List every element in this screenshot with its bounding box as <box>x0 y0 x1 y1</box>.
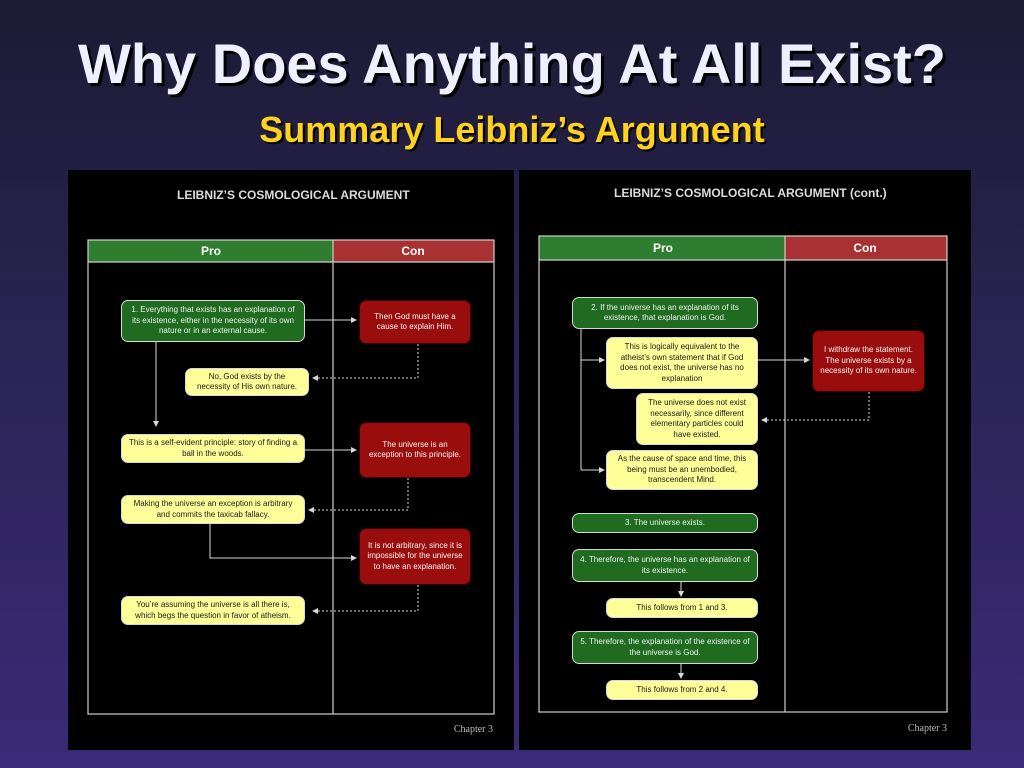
left-panel-footer: Chapter 3 <box>454 724 493 735</box>
left-support-1: This is a self-evident principle: story … <box>121 434 305 463</box>
right-panel-title: LEIBNIZ’S COSMOLOGICAL ARGUMENT (cont.) <box>614 186 887 200</box>
left-con-header <box>333 240 494 262</box>
left-pro-header <box>88 240 333 262</box>
right-table-frame <box>538 235 948 713</box>
left-premise-1: 1. Everything that exists has an explana… <box>121 300 305 342</box>
right-pro-header <box>539 236 785 260</box>
right-support-4: This follows from 1 and 3. <box>606 598 758 618</box>
right-premise-2: 2. If the universe has an explanation of… <box>572 297 758 329</box>
left-response-3: You’re assuming the universe is all ther… <box>121 596 305 625</box>
right-premise-4: 4. Therefore, the universe has an explan… <box>572 549 758 582</box>
right-arrow-c1-s2 <box>761 392 870 423</box>
slide-title: Why Does Anything At All Exist? <box>77 32 947 95</box>
left-arrow-c1-r1 <box>312 344 419 381</box>
left-objection-1: Then God must have a cause to explain Hi… <box>359 300 471 344</box>
right-premise-3: 3. The universe exists. <box>572 513 758 533</box>
right-support-2: The universe does not exist necessarily,… <box>636 393 758 445</box>
right-support-5: This follows from 2 and 4. <box>606 680 758 700</box>
left-response-2: Making the universe an exception is arbi… <box>121 495 305 524</box>
left-objection-3: It is not arbitrary, since it is impossi… <box>359 528 471 585</box>
right-premise-5: 5. Therefore, the explanation of the exi… <box>572 631 758 664</box>
right-flowchart-panel: LEIBNIZ’S COSMOLOGICAL ARGUMENT (cont.) … <box>519 170 971 750</box>
left-pro-label: Pro <box>201 244 221 258</box>
left-panel-title: LEIBNIZ’S COSMOLOGICAL ARGUMENT <box>177 188 410 202</box>
right-panel-footer: Chapter 3 <box>908 723 947 734</box>
left-table-frame <box>87 239 495 715</box>
left-arrow-c2-r2 <box>308 478 409 513</box>
right-flowchart-lines: LEIBNIZ’S COSMOLOGICAL ARGUMENT (cont.) … <box>538 186 948 734</box>
right-support-3: As the cause of space and time, this bei… <box>606 450 758 490</box>
right-pro-label: Pro <box>653 241 673 255</box>
left-arrow-c3-r3 <box>312 585 419 614</box>
left-arrow-r2-c3 <box>209 524 357 561</box>
right-objection-1: I withdraw the statement. The universe e… <box>812 330 925 392</box>
left-flowchart-panel: LEIBNIZ’S COSMOLOGICAL ARGUMENT Pro Con … <box>68 170 514 750</box>
left-con-label: Con <box>401 244 424 258</box>
slide-subtitle: Summary Leibniz’s Argument <box>259 109 765 150</box>
left-response-1: No, God exists by the necessity of His o… <box>185 368 309 396</box>
left-objection-2: The universe is an exception to this pri… <box>359 422 471 478</box>
right-support-1: This is logically equivalent to the athe… <box>606 337 758 389</box>
left-flowchart-lines: LEIBNIZ’S COSMOLOGICAL ARGUMENT Pro Con … <box>87 188 495 735</box>
right-con-label: Con <box>853 241 876 255</box>
right-con-header <box>785 236 947 260</box>
